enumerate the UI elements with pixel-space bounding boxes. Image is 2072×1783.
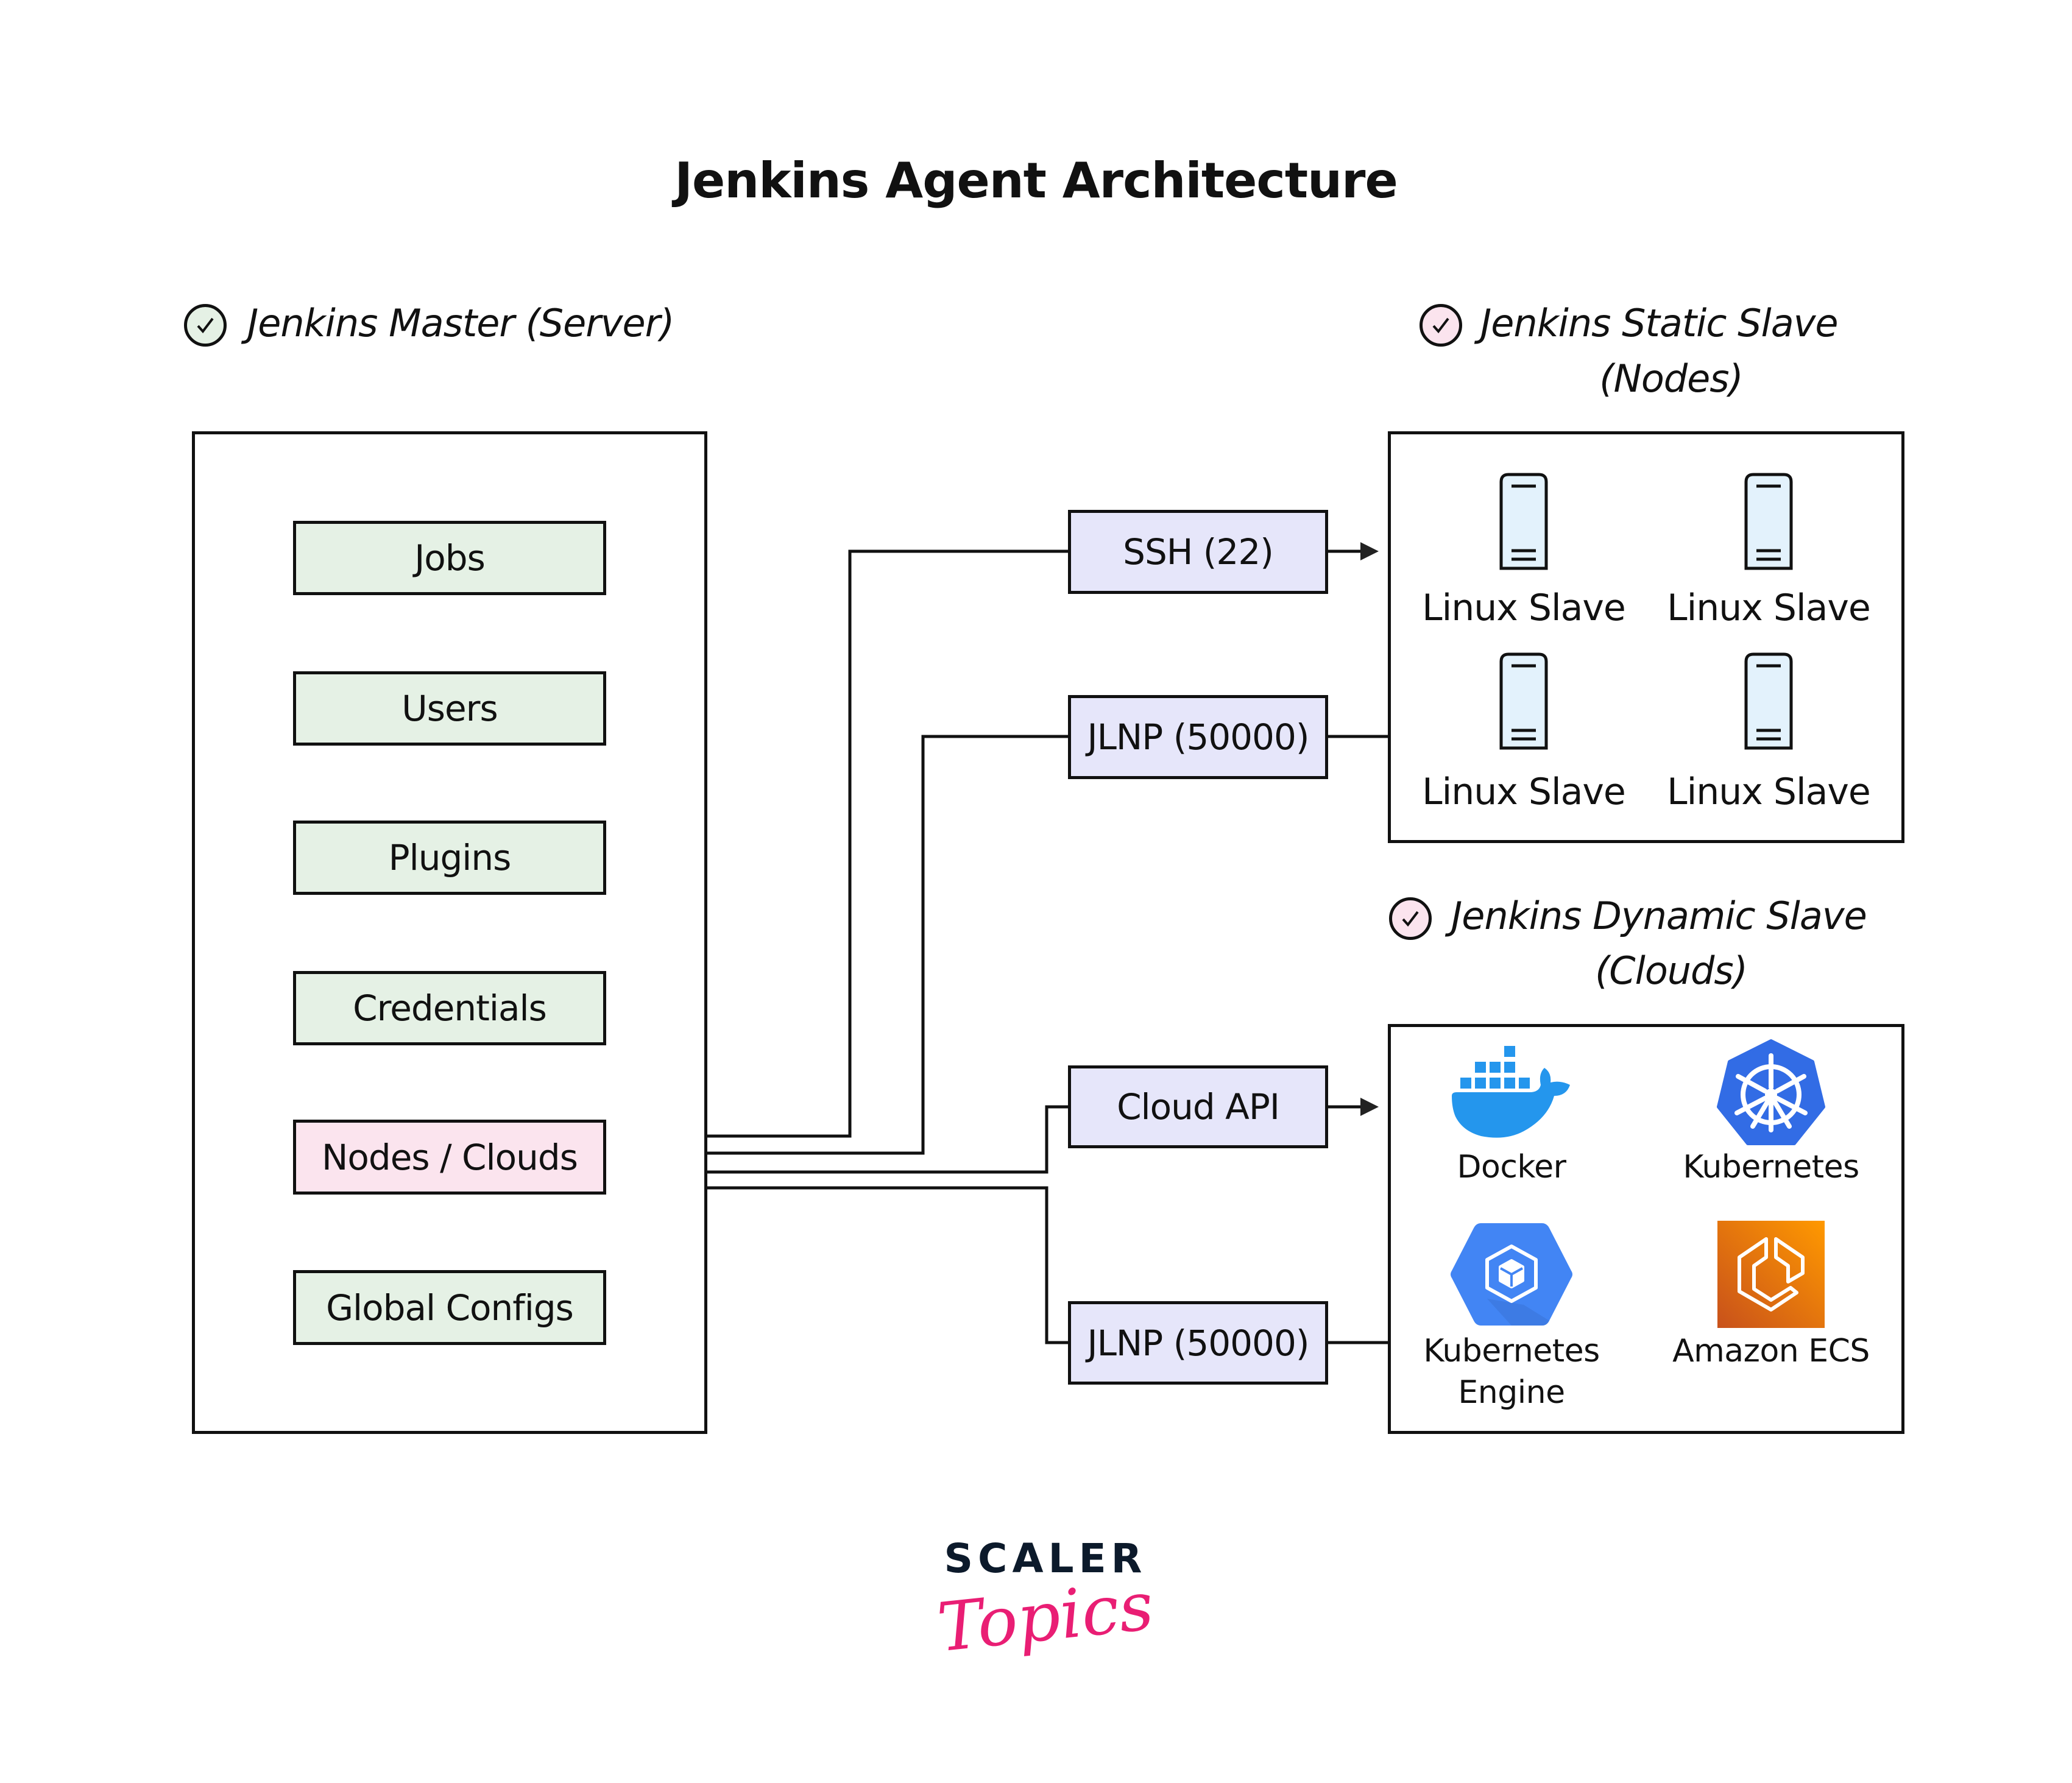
master-item-credentials[interactable]: Credentials bbox=[293, 971, 606, 1045]
server-icon bbox=[1744, 652, 1793, 750]
kubernetes-icon bbox=[1717, 1039, 1825, 1145]
server-icon bbox=[1499, 652, 1548, 750]
node-label: Linux Slave bbox=[1667, 587, 1871, 629]
server-icon bbox=[1499, 473, 1548, 570]
master-item-nodes-clouds[interactable]: Nodes / Clouds bbox=[293, 1120, 606, 1195]
wire-nodes-to-ssh bbox=[606, 549, 1068, 1138]
wire-jlnp2-to-nodes bbox=[611, 1179, 1068, 1344]
master-heading: Jenkins Master (Server) bbox=[247, 301, 674, 345]
cloud-label-gke: Kubernetes Engine bbox=[1423, 1333, 1600, 1411]
cloud-label-kubernetes: Kubernetes bbox=[1683, 1149, 1859, 1185]
protocol-cloud-api[interactable]: Cloud API bbox=[1068, 1065, 1328, 1148]
master-item-users[interactable]: Users bbox=[293, 671, 606, 746]
master-server-box bbox=[192, 431, 707, 1434]
cloud-label-docker: Docker bbox=[1457, 1149, 1566, 1185]
docker-icon bbox=[1452, 1046, 1570, 1138]
dynamic-heading-line1: Jenkins Dynamic Slave bbox=[1451, 894, 1867, 938]
master-check-icon bbox=[184, 304, 227, 347]
protocol-jlnp-dynamic[interactable]: JLNP (50000) bbox=[1068, 1301, 1328, 1385]
wire-jlnp-to-nodes bbox=[611, 735, 1068, 1162]
gke-icon bbox=[1451, 1223, 1572, 1326]
static-heading-line2: (Nodes) bbox=[1599, 356, 1743, 401]
node-label: Linux Slave bbox=[1422, 771, 1626, 813]
master-item-jobs[interactable]: Jobs bbox=[293, 521, 606, 595]
logo-scaler: SCALER bbox=[944, 1535, 1147, 1582]
static-slave-box bbox=[1388, 431, 1904, 843]
static-heading-line1: Jenkins Static Slave bbox=[1480, 301, 1839, 345]
dynamic-heading-line2: (Clouds) bbox=[1595, 948, 1748, 993]
node-label: Linux Slave bbox=[1422, 587, 1626, 629]
cloud-label-amazon-ecs: Amazon ECS bbox=[1672, 1333, 1870, 1369]
master-item-plugins[interactable]: Plugins bbox=[293, 821, 606, 895]
static-check-icon bbox=[1420, 304, 1462, 347]
protocol-ssh[interactable]: SSH (22) bbox=[1068, 510, 1328, 594]
server-icon bbox=[1744, 473, 1793, 570]
protocol-jlnp-static[interactable]: JLNP (50000) bbox=[1068, 695, 1328, 779]
amazon-ecs-icon bbox=[1717, 1221, 1825, 1328]
dynamic-check-icon bbox=[1389, 897, 1432, 940]
master-item-global-configs[interactable]: Global Configs bbox=[293, 1270, 606, 1345]
wire-nodes-to-cloud-api bbox=[606, 1105, 1068, 1174]
node-label: Linux Slave bbox=[1667, 771, 1871, 813]
diagram-title: Jenkins Agent Architecture bbox=[674, 152, 1398, 209]
